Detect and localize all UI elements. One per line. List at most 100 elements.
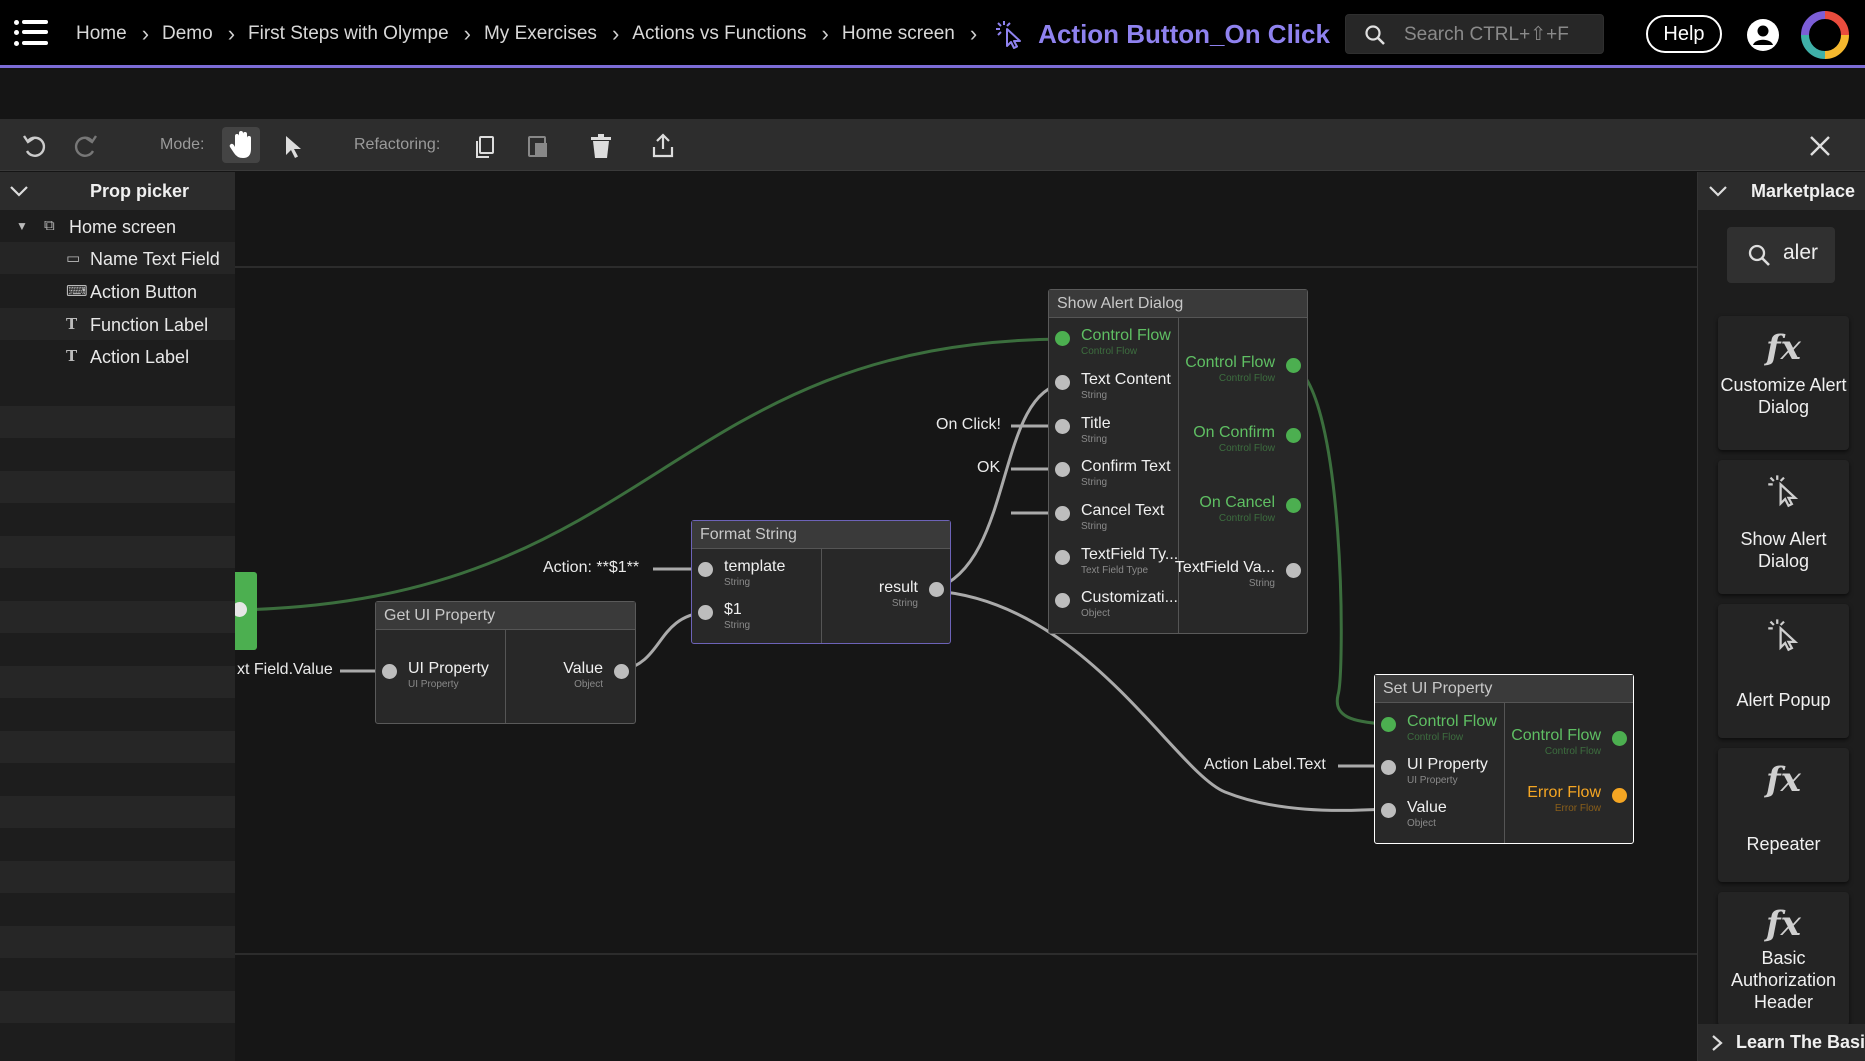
output-pin-value[interactable]: [614, 664, 629, 679]
breadcrumb-first-steps[interactable]: First Steps with Olympe: [248, 23, 449, 44]
input-pin-title[interactable]: [1055, 419, 1070, 434]
button-icon: ⌨: [66, 283, 88, 300]
pin-label: Title: [1081, 415, 1111, 432]
input-pin-confirm-text[interactable]: [1055, 462, 1070, 477]
marketplace-card-alert-popup[interactable]: Alert Popup: [1718, 604, 1849, 738]
pin-type: String: [1081, 521, 1108, 532]
marketplace-card-basic-authorization-header[interactable]: fx Basic Authorization Header: [1718, 892, 1849, 1026]
breadcrumb-home[interactable]: Home: [76, 23, 127, 44]
confirm-constant-label[interactable]: OK: [977, 459, 1001, 476]
node-divider: [1504, 703, 1505, 843]
node-show-alert-dialog[interactable]: Show Alert Dialog Control Flow Control F…: [1048, 289, 1308, 634]
marketplace-card-customize-alert-dialog[interactable]: fx Customize Alert Dialog: [1718, 316, 1849, 450]
input-constant-label[interactable]: xt Field.Value: [237, 661, 333, 678]
breadcrumb-my-exercises[interactable]: My Exercises: [483, 23, 597, 44]
search-input[interactable]: [1404, 21, 1594, 49]
input-pin-ui-property[interactable]: [382, 664, 397, 679]
redo-icon[interactable]: [70, 131, 100, 161]
control-flow-wire[interactable]: [235, 337, 1064, 612]
prop-picker-header[interactable]: Prop picker: [0, 172, 235, 210]
hand-icon: [229, 131, 251, 158]
help-button[interactable]: Help: [1646, 15, 1722, 53]
marketplace-header[interactable]: Marketplace: [1698, 172, 1865, 210]
control-flow-wire[interactable]: [1292, 363, 1386, 726]
event-output-pin[interactable]: [235, 602, 247, 617]
tree-item-action-label[interactable]: T Action Label: [0, 340, 235, 372]
pointer-click-icon: [1718, 472, 1849, 512]
input-pin-dollar-1[interactable]: [698, 605, 713, 620]
output-pin-control-flow[interactable]: [1612, 731, 1627, 746]
tree-item-label: Home screen: [69, 217, 177, 237]
card-label: Basic Authorization Header: [1730, 948, 1837, 1012]
caret-down-icon[interactable]: ▼: [16, 219, 28, 233]
output-pin-on-confirm[interactable]: [1286, 428, 1301, 443]
data-wire[interactable]: [934, 589, 1386, 812]
node-divider: [505, 630, 506, 723]
title-constant-label[interactable]: On Click!: [936, 416, 1001, 433]
tree-item-home-screen[interactable]: ▼ ⧉ Home screen: [0, 210, 235, 242]
user-account-icon[interactable]: [1746, 18, 1780, 52]
chevron-right-icon[interactable]: [1710, 1034, 1724, 1052]
chevron-down-icon[interactable]: [1708, 185, 1728, 199]
paste-icon[interactable]: [523, 131, 553, 161]
node-set-ui-property[interactable]: Set UI Property Control Flow Control Flo…: [1374, 674, 1634, 844]
pin-label: On Cancel: [1199, 494, 1275, 511]
pointer-mode-icon[interactable]: [277, 131, 307, 161]
delete-icon[interactable]: [586, 131, 616, 161]
node-editor-canvas[interactable]: xt Field.Value Get UI Property UI Proper…: [235, 172, 1697, 1061]
marketplace-card-show-alert-dialog[interactable]: Show Alert Dialog: [1718, 460, 1849, 594]
marketplace-card-repeater[interactable]: fx Repeater: [1718, 748, 1849, 882]
output-pin-textfield-value[interactable]: [1286, 563, 1301, 578]
tree-item-name-text-field[interactable]: ▭ Name Text Field: [0, 242, 235, 274]
empty-row: [0, 601, 235, 633]
tree-item-label: Action Label: [90, 347, 190, 367]
node-title: Set UI Property: [1375, 675, 1633, 703]
pin-label: Value: [1407, 799, 1447, 816]
prop-picker-title: Prop picker: [90, 181, 190, 201]
empty-row: [0, 796, 235, 828]
breadcrumb: Home › Demo › First Steps with Olympe › …: [76, 0, 1330, 68]
close-icon[interactable]: [1805, 131, 1835, 161]
data-wire[interactable]: [934, 381, 1066, 591]
pin-type: String: [1081, 477, 1108, 488]
output-pin-on-cancel[interactable]: [1286, 498, 1301, 513]
pin-type: String: [724, 577, 751, 588]
input-pin-ui-property[interactable]: [1381, 760, 1396, 775]
output-pin-error-flow[interactable]: [1612, 788, 1627, 803]
pin-label: UI Property: [408, 660, 489, 677]
template-constant-label[interactable]: Action: **$1**: [543, 559, 640, 576]
input-pin-control-flow[interactable]: [1055, 331, 1070, 346]
marketplace-search-input[interactable]: [1783, 241, 1831, 265]
chevron-down-icon[interactable]: [9, 185, 29, 199]
input-pin-textfield-type[interactable]: [1055, 550, 1070, 565]
copy-icon[interactable]: [470, 131, 500, 161]
pin-type: Control Flow: [1407, 732, 1464, 743]
pointer-click-icon: [994, 18, 1026, 50]
pin-type: Object: [574, 679, 603, 690]
output-pin-result[interactable]: [929, 582, 944, 597]
breadcrumb-home-screen[interactable]: Home screen: [841, 23, 955, 44]
node-format-string[interactable]: Format String template String $1 String …: [691, 520, 951, 644]
input-pin-customization[interactable]: [1055, 593, 1070, 608]
menu-icon[interactable]: [14, 18, 48, 48]
input-pin-control-flow[interactable]: [1381, 717, 1396, 732]
pin-label: On Confirm: [1193, 424, 1275, 441]
search-icon: [1365, 25, 1385, 45]
empty-row: [0, 991, 235, 1023]
tree-item-function-label[interactable]: T Function Label: [0, 308, 235, 340]
input-pin-text-content[interactable]: [1055, 375, 1070, 390]
output-pin-control-flow[interactable]: [1286, 358, 1301, 373]
learn-the-basics-bar[interactable]: Learn The Basics: [1698, 1024, 1865, 1061]
breadcrumb-actions-vs-functions[interactable]: Actions vs Functions: [632, 23, 807, 44]
hand-mode-button[interactable]: [222, 127, 260, 163]
node-get-ui-property[interactable]: Get UI Property UI Property UI Property …: [375, 601, 636, 724]
undo-icon[interactable]: [20, 131, 50, 161]
input-pin-cancel-text[interactable]: [1055, 506, 1070, 521]
input-pin-value[interactable]: [1381, 803, 1396, 818]
export-icon[interactable]: [648, 131, 678, 161]
tree-item-action-button[interactable]: ⌨ Action Button: [0, 275, 235, 307]
property-constant-label[interactable]: Action Label.Text: [1204, 756, 1326, 773]
card-label: Alert Popup: [1736, 690, 1831, 710]
input-pin-template[interactable]: [698, 562, 713, 577]
breadcrumb-demo[interactable]: Demo: [162, 23, 213, 44]
